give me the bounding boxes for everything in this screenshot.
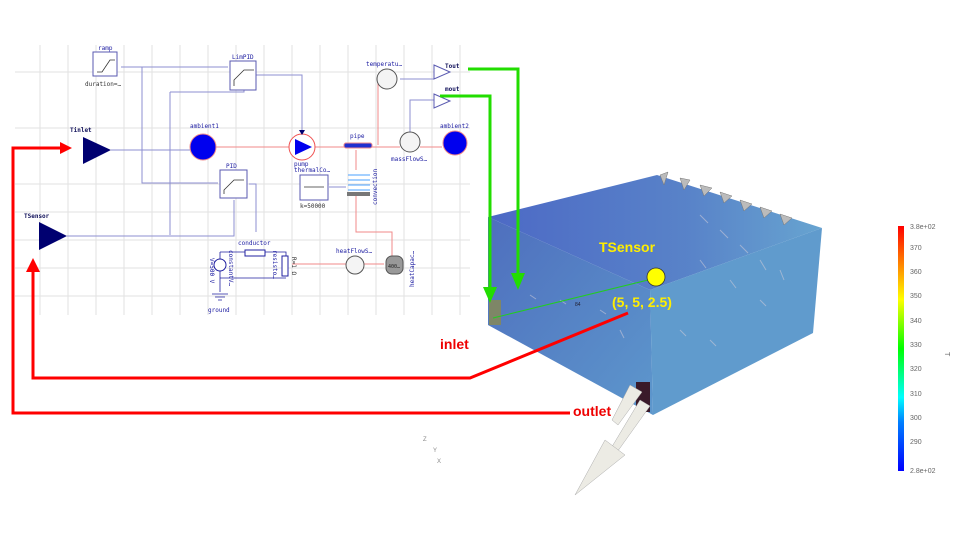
tout-label: Tout	[445, 63, 460, 70]
ramp-param: duration=…	[85, 81, 122, 88]
velocity-glyphs	[529, 214, 785, 347]
tsensor-point-marker[interactable]	[646, 267, 666, 287]
outlet-velocity-arrows	[574, 384, 651, 496]
mout-to-domain-arrow	[440, 94, 492, 290]
pid-label: PID	[226, 163, 237, 170]
tout-to-domain-arrow	[468, 67, 520, 275]
colorbar-gradient	[898, 226, 904, 471]
pid-block[interactable]	[219, 169, 248, 199]
convection-icon[interactable]	[347, 174, 370, 196]
cfd-domain-view[interactable]: 84 TSensor (5, 5, 2.5)	[488, 171, 822, 496]
constant-voltage-label: constantV…	[227, 250, 234, 287]
ambient2-label: ambient2	[440, 123, 469, 130]
ramp-label: ramp	[98, 45, 113, 52]
tout-output-icon[interactable]	[433, 64, 452, 80]
ramp-icon	[97, 59, 115, 73]
top-glyphs	[659, 171, 793, 226]
ramp-block[interactable]	[92, 51, 118, 77]
temperature-colorbar: 3.8e+02 370 360 350 340 330 320 310 300 …	[898, 224, 950, 475]
tinlet-label: Tinlet	[70, 127, 92, 134]
outlet-annotation: outlet	[573, 403, 611, 419]
axis-x-label: X	[437, 459, 441, 465]
limiter-icon	[233, 69, 254, 86]
pipe-label: pipe	[350, 133, 365, 140]
tsensor-label: TSensor	[24, 213, 50, 220]
constant-param: k=50000	[300, 203, 326, 210]
ambient1-label: ambient1	[190, 123, 219, 130]
heat-flow-sensor-icon[interactable]	[345, 255, 365, 275]
conductor-icon[interactable]	[244, 249, 266, 257]
voltage-source-icon[interactable]	[213, 258, 227, 272]
conductor-label: conductor	[238, 240, 271, 247]
heat-capacitor-icon[interactable]	[385, 255, 404, 275]
temperature-sensor-icon[interactable]	[376, 68, 398, 90]
tsensor-coordinates: (5, 5, 2.5)	[612, 294, 672, 310]
mass-flow-sensor-icon[interactable]	[399, 131, 421, 153]
outlet-to-tinlet-arrow	[11, 146, 570, 415]
resistor-label: resisto…	[271, 250, 278, 279]
tsensor-annotation: TSensor	[599, 239, 656, 255]
colorbar-tick: 310	[910, 391, 922, 398]
arrowhead-tsensor	[26, 258, 40, 272]
green-arrows	[440, 67, 520, 290]
axis-z-label: Z	[423, 437, 427, 443]
ground-label: ground	[208, 307, 230, 314]
ambient2-boundary-icon[interactable]	[442, 130, 468, 156]
colorbar-min-label: 2.8e+02	[910, 468, 936, 475]
red-arrows	[11, 146, 629, 415]
temperature-label: temperatu…	[366, 61, 403, 68]
pid-icon	[223, 179, 244, 194]
arrowhead-mout	[483, 287, 497, 303]
arrowhead-tinlet	[60, 142, 72, 154]
tsensor-input-icon[interactable]	[39, 222, 67, 250]
probe-line	[492, 279, 649, 319]
heat-capacitor-label: heatCapac…	[409, 250, 416, 287]
modelica-diagram: ramp duration=… LimPID Tinlet ambient1 p…	[15, 45, 470, 315]
resistor-icon[interactable]	[281, 255, 289, 277]
arrowhead-tout	[511, 273, 525, 290]
constant-block[interactable]	[299, 174, 329, 201]
heat-capacitor-value: 400…	[388, 264, 400, 270]
limpid-label: LimPID	[232, 54, 254, 61]
colorbar-max-label: 3.8e+02	[910, 224, 936, 231]
colorbar-tick: 370	[910, 245, 922, 252]
probe-label: 84	[575, 302, 581, 308]
colorbar-tick: 350	[910, 293, 922, 300]
axes-triad: Z Y X	[423, 437, 441, 465]
heat-flow-label: heatFlowS…	[336, 248, 373, 255]
inlet-annotation: inlet	[440, 336, 469, 352]
inlet-patch	[489, 300, 501, 325]
colorbar-tick: 290	[910, 439, 922, 446]
pipe-icon[interactable]	[343, 142, 373, 149]
pump-label: pump	[294, 161, 309, 168]
domain-front-face	[488, 217, 653, 415]
axis-y-label: Y	[433, 448, 437, 454]
colorbar-tick: 340	[910, 318, 922, 325]
tinlet-input-icon[interactable]	[83, 137, 111, 164]
colorbar-tick: 300	[910, 415, 922, 422]
mass-flow-label: massFlowS…	[391, 156, 428, 163]
mout-label: mout	[445, 86, 460, 93]
resistor-param: R=1 Ω	[290, 257, 297, 275]
domain-right-face	[650, 228, 822, 415]
colorbar-tick: 330	[910, 342, 922, 349]
ground-icon	[212, 293, 228, 301]
inlet-to-tsensor-arrow	[31, 270, 629, 380]
convection-label: convection	[372, 168, 379, 205]
colorbar-title: T	[943, 352, 950, 357]
thermal-conductor-label: thermalCo…	[294, 167, 331, 174]
ambient1-boundary-icon[interactable]	[189, 133, 217, 161]
colorbar-tick: 360	[910, 269, 922, 276]
voltage-param: V=500 V	[208, 258, 215, 284]
colorbar-tick: 320	[910, 366, 922, 373]
domain-top-face	[488, 175, 822, 290]
